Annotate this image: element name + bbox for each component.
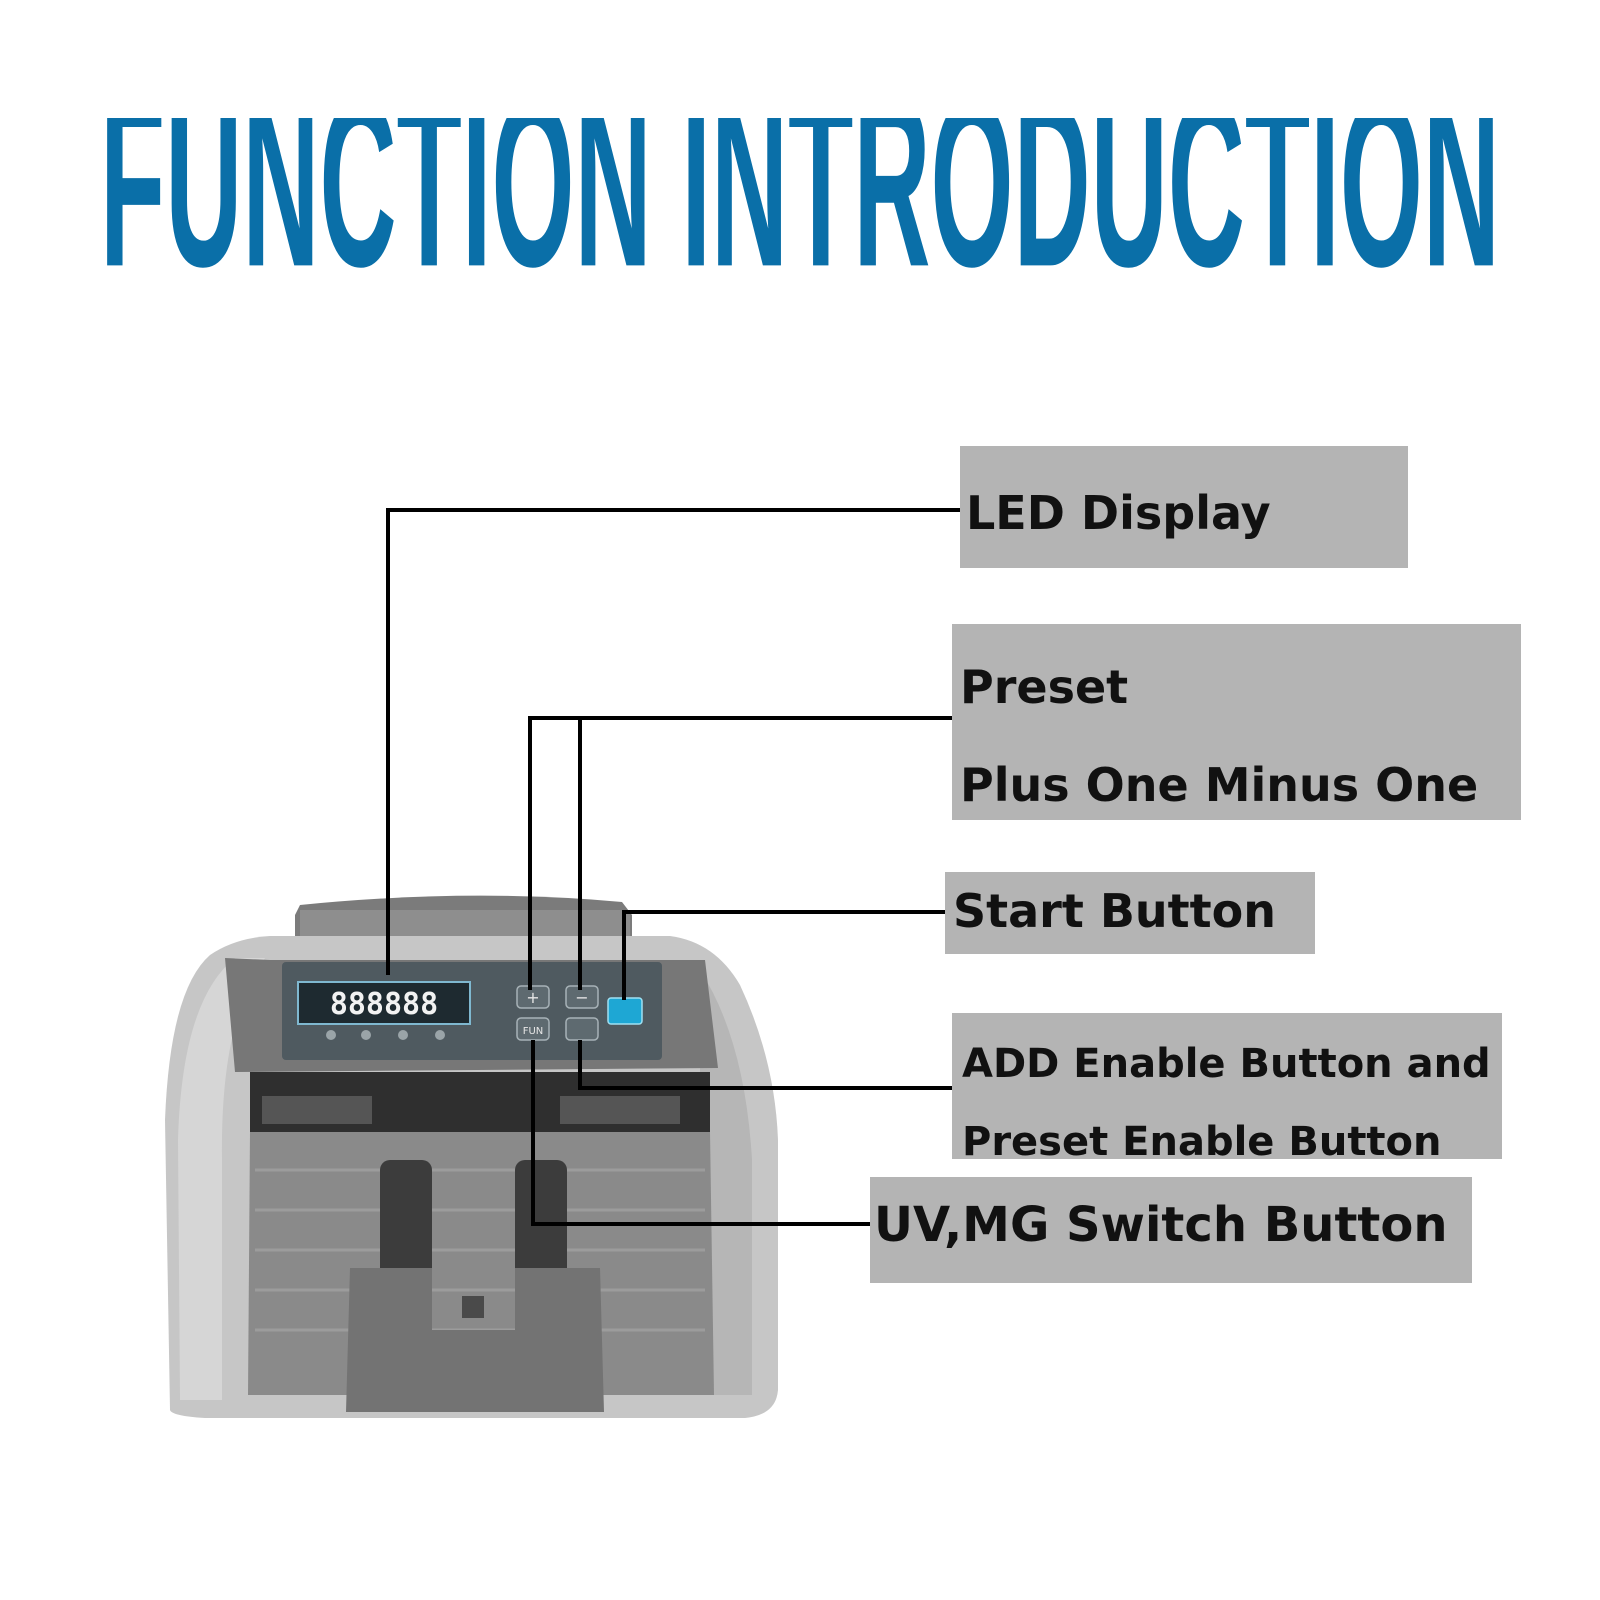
label-plus-minus-text: Plus One Minus One xyxy=(960,758,1479,812)
slot-guide-left xyxy=(262,1096,372,1124)
indicator-light xyxy=(398,1030,408,1040)
stacker-sensor xyxy=(462,1296,484,1318)
plus-key-label: + xyxy=(526,988,539,1007)
fun-key-label: FUN xyxy=(523,1026,544,1037)
slot-guide-right xyxy=(560,1096,680,1124)
led-display xyxy=(297,981,471,1025)
label-start-button: Start Button xyxy=(945,872,1315,954)
page-title-graphic: FUNCTION INTRODUCTION xyxy=(100,118,1500,317)
minus-key-label: − xyxy=(575,988,588,1007)
page-title: FUNCTION INTRODUCTION xyxy=(0,118,1600,338)
indicator-light xyxy=(361,1030,371,1040)
left-side-highlight xyxy=(178,958,265,1400)
indicator-light xyxy=(435,1030,445,1040)
feed-wheel-left xyxy=(380,1160,432,1280)
page-title-text: FUNCTION INTRODUCTION xyxy=(100,118,1500,317)
feed-wheel-right xyxy=(515,1160,567,1280)
indicator-light xyxy=(326,1030,336,1040)
add-preset-enable-button[interactable] xyxy=(565,1017,599,1041)
label-led-display: LED Display xyxy=(960,446,1408,568)
label-add-preset-enable: ADD Enable Button and Preset Enable Butt… xyxy=(952,1013,1502,1165)
hopper-back-ribs xyxy=(300,910,630,940)
label-preset-text: Preset xyxy=(960,660,1129,714)
label-led-display-text: LED Display xyxy=(966,486,1271,540)
led-digits: 888888 xyxy=(330,987,438,1022)
label-start-button-text: Start Button xyxy=(953,884,1276,938)
front-stacker xyxy=(346,1268,604,1412)
label-uv-mg-text: UV,MG Switch Button xyxy=(874,1197,1448,1253)
label-uv-mg-switch: UV,MG Switch Button xyxy=(870,1177,1472,1283)
label-preset-plus-minus: Preset Plus One Minus One xyxy=(952,624,1521,820)
start-button[interactable] xyxy=(607,997,643,1025)
label-preset-enable-text: Preset Enable Button xyxy=(962,1119,1442,1165)
label-add-enable-text: ADD Enable Button and xyxy=(962,1041,1491,1087)
